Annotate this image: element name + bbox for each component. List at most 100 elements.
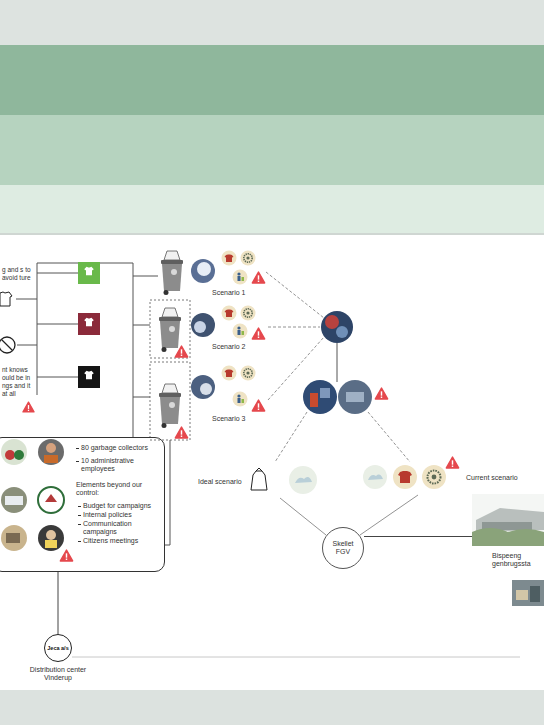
scenario-outcome-icon-part — [398, 471, 412, 483]
flow-line-part — [268, 327, 320, 328]
garbage-bin-part — [161, 251, 183, 295]
resource-box: 80 garbage collectors 10 administrative e… — [0, 437, 165, 572]
tree-line-part — [165, 545, 170, 546]
recycling-station-image-part — [472, 494, 544, 546]
staff-photo-part — [38, 525, 64, 551]
site-photo-part — [321, 311, 353, 343]
scenario-outcome-icon-part — [368, 475, 383, 480]
bullet-dash — [78, 506, 81, 507]
scenario-outcome-icon-part — [251, 471, 267, 490]
site-photo-part — [336, 326, 348, 338]
header-band — [0, 0, 544, 45]
staff-photo-part — [1, 525, 27, 551]
staff-photo-part — [44, 455, 58, 463]
site-photo-part — [346, 392, 364, 402]
flow-line-part — [337, 343, 338, 382]
scenario-icon-part — [241, 306, 256, 321]
tree-line-part — [133, 263, 134, 437]
flow-line-part — [266, 272, 324, 318]
bullet-dash — [78, 524, 81, 525]
scenario-outcome-icon-part — [428, 471, 441, 484]
garbage-bin-part — [175, 427, 187, 438]
list-item: Internal policies — [83, 511, 153, 519]
recycling-station-image-part — [472, 528, 544, 546]
list-item: 80 garbage collectors — [81, 444, 151, 452]
left-icon-part — [0, 292, 12, 306]
header-band — [0, 185, 544, 233]
staff-photo-part — [38, 487, 64, 513]
place-label: Bispeeng genbrugssta — [492, 552, 544, 568]
site-photo-part — [375, 388, 387, 399]
footer-band — [0, 690, 544, 725]
staff-photo-part — [1, 439, 27, 465]
recycling-station-image-part — [512, 580, 544, 606]
bullet-dash — [76, 461, 79, 462]
scenario-icon-part — [222, 251, 237, 266]
waste-category-square-part — [84, 371, 94, 379]
list-item: Budget for campaigns — [83, 502, 153, 510]
garbage-bin-part — [159, 308, 181, 352]
list-item: 10 administrative employees — [81, 457, 153, 473]
scenario-icon-part — [241, 251, 256, 266]
tree-line-part — [37, 324, 78, 325]
connector-line — [58, 572, 59, 634]
scenario-photo-part — [191, 313, 215, 337]
scenario-outcome-icon-part — [289, 466, 317, 494]
scenario-photo — [191, 259, 215, 399]
scenario-icon-part — [222, 366, 237, 381]
bullet-dash — [76, 448, 79, 449]
org-circle: Skellet FGV — [322, 527, 364, 569]
cropped-note: g and s to avoid ture — [2, 266, 34, 282]
staff-photo-part — [46, 443, 56, 453]
scenario-icon — [222, 251, 265, 411]
garbage-bin-part — [150, 300, 190, 358]
tree-line-part — [37, 263, 38, 395]
waste-category-square-part — [84, 318, 94, 326]
recycling-station-image-part — [530, 586, 540, 602]
tree-line-part — [17, 345, 37, 346]
scenario-outcome-icon-part — [446, 457, 458, 468]
staff-photo-part — [46, 530, 56, 540]
scenario-outcome-icon-part — [256, 468, 262, 471]
logo-text: Jeca a/s — [45, 645, 71, 651]
staff-photo-part — [5, 450, 15, 460]
scenario-icon-part — [252, 272, 264, 283]
scenario-label: Scenario 3 — [212, 415, 245, 423]
scenario-icon-part — [233, 324, 248, 339]
staff-photo — [1, 439, 73, 561]
scenario-outcome-icon-part — [422, 465, 446, 489]
waste-category-square-part — [78, 313, 100, 335]
bullet-dash — [78, 515, 81, 516]
waste-category-square-part — [84, 267, 94, 275]
distribution-logo: Jeca a/sDistribution center Vinderup — [13, 634, 103, 662]
staff-photo-part — [1, 487, 27, 513]
staff-photo-part — [6, 533, 20, 543]
list-item: Citizens meetings — [83, 537, 153, 545]
tree-line-part — [37, 377, 78, 378]
site-photo-part — [310, 393, 318, 407]
node-label: Skellet FGV — [326, 540, 360, 556]
scenario-label: Scenario 2 — [212, 343, 245, 351]
flow-line-part — [275, 412, 307, 462]
recycling-station: Bispeeng genbrugssta — [472, 494, 544, 546]
logo-circle: Jeca a/s — [44, 634, 72, 662]
scenario-outcome-icon — [251, 457, 459, 494]
flow-line-part — [360, 495, 418, 535]
scenario-icon-part — [233, 392, 248, 407]
scenario-photo-part — [197, 262, 211, 276]
site-photo-part — [320, 388, 330, 398]
scenario-icon-part — [252, 400, 264, 411]
tree-line-part — [170, 440, 171, 545]
tree-line — [16, 263, 170, 545]
waste-category-square-part — [78, 262, 100, 284]
site-photo-part — [303, 380, 337, 414]
scenario-photo-part — [200, 383, 212, 395]
garbage-bin-part — [159, 384, 181, 428]
garbage-bin-part — [175, 346, 187, 357]
note-heading: Elements beyond our control: — [76, 481, 156, 497]
site-photo-part — [325, 315, 339, 329]
scenario-outcome-icon-part — [363, 465, 387, 489]
